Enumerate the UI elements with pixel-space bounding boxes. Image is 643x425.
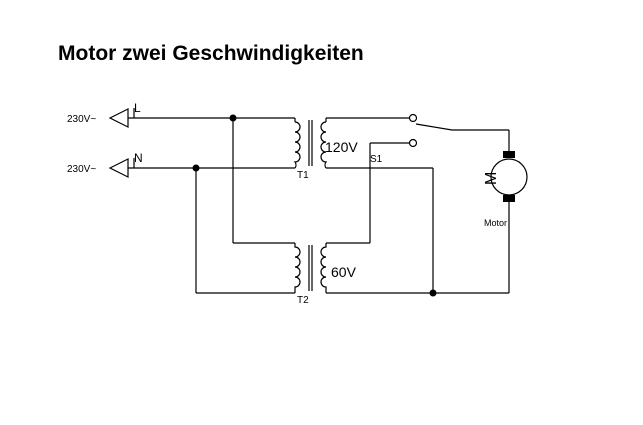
t1-secondary-coil: [320, 121, 328, 169]
source-n-name: N: [134, 151, 143, 165]
s1-lever: [415, 123, 453, 131]
diagram-title: Motor zwei Geschwindigkeiten: [58, 42, 364, 65]
t1-voltage-label: 120V: [325, 139, 358, 155]
s1-contact-lower: [408, 138, 418, 148]
motor: M Motor: [483, 151, 528, 228]
motor-label: Motor: [484, 218, 507, 228]
switch-s1: S1: [370, 113, 453, 165]
motor-symbol: M: [483, 172, 500, 185]
t2-secondary-coil: [320, 243, 327, 293]
transformer-t2: 60V T2: [294, 243, 357, 306]
motor-brush-top: [503, 151, 515, 158]
source-l: 230V~ L: [67, 101, 295, 128]
source-n-voltage: 230V~: [67, 164, 96, 175]
t2-voltage-label: 60V: [331, 264, 357, 280]
source-l-name: L: [134, 101, 141, 115]
transformer-t1: 120V T1: [293, 118, 358, 181]
s1-contact-upper: [408, 113, 418, 123]
source-n-terminal: [108, 158, 129, 178]
t1-name-label: T1: [297, 170, 309, 181]
t2-name-label: T2: [297, 295, 309, 306]
t2-primary-coil: [294, 243, 301, 293]
source-l-terminal: [108, 108, 129, 128]
source-n: 230V~ N: [67, 151, 295, 178]
motor-brush-bottom: [503, 195, 515, 202]
s1-label: S1: [370, 154, 383, 165]
t1-primary-coil: [293, 121, 301, 169]
junction-return: [429, 289, 437, 297]
source-l-voltage: 230V~: [67, 114, 96, 125]
